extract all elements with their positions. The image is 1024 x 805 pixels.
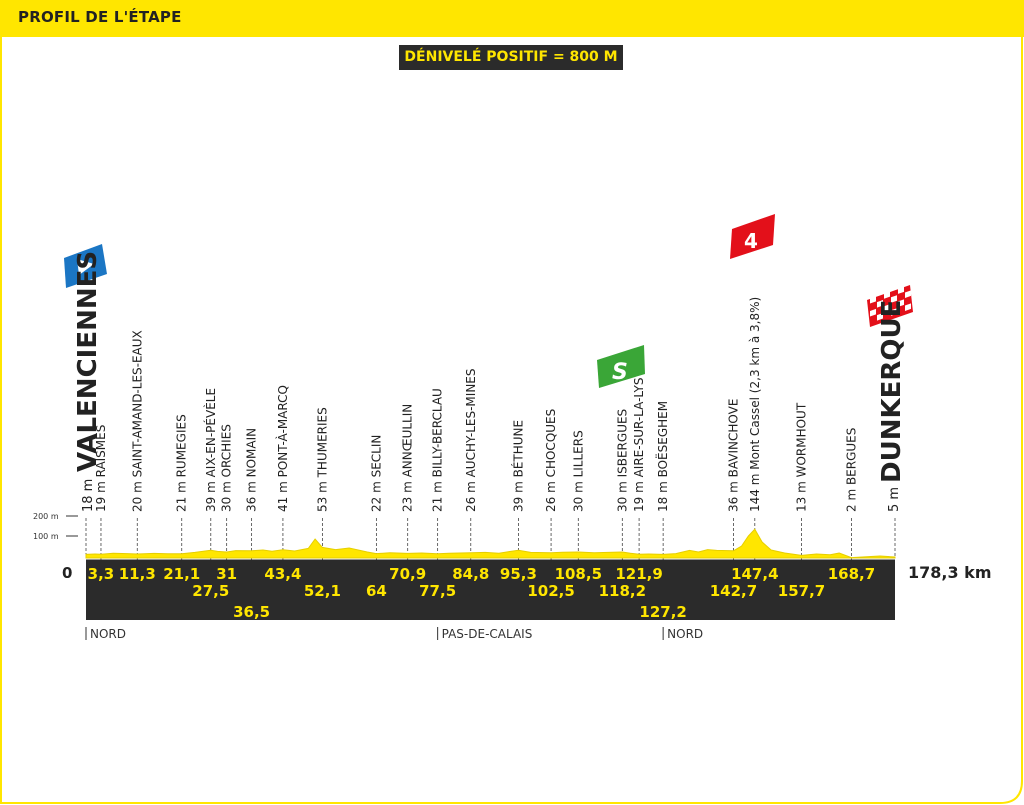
panel-border: [0, 37, 1023, 804]
km-label: 77,5: [419, 582, 456, 600]
km-label: 64: [366, 582, 387, 600]
km-label: 36,5: [233, 603, 270, 621]
region-label: NORD: [90, 627, 126, 641]
climb-category-label: 4: [744, 229, 758, 253]
km-label: 102,5: [527, 582, 574, 600]
waypoint-label: 30 m LILLERS: [571, 430, 585, 512]
waypoint-label: 39 m AIX-EN-PÉVÈLE: [203, 388, 218, 512]
waypoint-label: 39 m BÉTHUNE: [510, 420, 525, 512]
finish-check: [877, 300, 883, 308]
waypoint-label: 19 m AIRE-SUR-LA-LYS: [632, 378, 646, 512]
finish-flag-icon: [867, 285, 913, 327]
finish-check: [870, 295, 876, 304]
km-label: 27,5: [192, 582, 229, 600]
climb-category-icon: 4: [730, 214, 775, 259]
elevation-profile: [85, 528, 896, 559]
y-tick-200: 200 m: [33, 512, 59, 521]
y-tick-100: 100 m: [33, 532, 59, 541]
waypoint-label: 53 m THUMERIES: [315, 407, 329, 512]
km-label: 157,7: [778, 582, 825, 600]
start-name: VALENCIENNES: [73, 251, 103, 472]
km-label: 142,7: [710, 582, 757, 600]
finish-check: [898, 299, 904, 307]
waypoint-label: 30 m ISBERGUES: [615, 409, 629, 512]
km-label: 70,9: [389, 565, 426, 583]
km-label: 84,8: [452, 565, 489, 583]
km-label: 108,5: [555, 565, 602, 583]
finish-check: [884, 291, 890, 299]
waypoint-label: 41 m PONT-À-MARCQ: [275, 385, 290, 512]
km-label: 21,1: [163, 565, 200, 583]
km-label: 11,3: [119, 565, 156, 583]
km-label: 121,9: [615, 565, 662, 583]
waypoint-label: 22 m SECLIN: [369, 435, 383, 512]
waypoint-label: 20 m SAINT-AMAND-LES-EAUX: [130, 330, 144, 512]
km-label: 31: [216, 565, 237, 583]
finish-check: [905, 290, 911, 298]
waypoint-label: 23 m ANNŒULLIN: [401, 404, 415, 512]
finish-check: [870, 308, 876, 317]
finish-check: [905, 303, 911, 311]
km-label: 147,4: [731, 565, 778, 583]
page-title: PROFIL DE L'ÉTAPE: [18, 8, 182, 26]
sprint-icon: S: [597, 345, 645, 388]
waypoint-label: 18 m BOËSEGHEM: [655, 401, 670, 512]
finish-name: DUNKERQUE: [877, 300, 907, 483]
finish-altitude: 5 m: [887, 487, 902, 512]
km-label: 168,7: [828, 565, 875, 583]
km-label: 118,2: [599, 582, 646, 600]
region-label: NORD: [667, 627, 703, 641]
km-label: 3,3: [88, 565, 115, 583]
waypoint-label: 36 m NOMAIN: [245, 428, 259, 512]
sprint-label: S: [612, 360, 628, 385]
waypoint-label: 36 m BAVINCHOVE: [726, 399, 740, 512]
waypoint-label: 19 m RAISMES: [94, 425, 108, 512]
waypoint-label: 21 m BILLY-BERCLAU: [431, 388, 445, 512]
finish-check: [891, 295, 897, 303]
km-label: 95,3: [500, 565, 537, 583]
waypoint-label: 30 m ORCHIES: [220, 424, 234, 512]
header-bar: PROFIL DE L'ÉTAPE: [0, 0, 1024, 37]
region-label: PAS-DE-CALAIS: [442, 627, 533, 641]
km-label: 127,2: [639, 603, 686, 621]
elevation-gain-badge: DÉNIVELÉ POSITIF = 800 M: [399, 45, 623, 70]
x-start-label: 0: [62, 564, 72, 582]
waypoint-label: 21 m RUMEGIES: [175, 414, 189, 512]
km-label: 52,1: [304, 582, 341, 600]
waypoint-label: 144 m Mont Cassel (2,3 km à 3,8%): [748, 297, 762, 512]
km-label: 43,4: [264, 565, 301, 583]
waypoint-label: 2 m BERGUES: [844, 428, 858, 512]
distance-band: [86, 560, 895, 620]
finish-check: [891, 308, 897, 316]
finish-check: [877, 313, 883, 321]
waypoint-label: 13 m WORMHOUT: [795, 402, 809, 512]
start-icon: [64, 244, 107, 288]
waypoint-label: 26 m CHOCQUES: [544, 409, 558, 512]
x-end-label: 178,3 km: [908, 563, 992, 582]
waypoint-label: 26 m AUCHY-LES-MINES: [464, 368, 478, 512]
finish-check: [898, 286, 904, 294]
start-altitude: 18 m: [81, 479, 96, 512]
finish-check: [884, 304, 890, 312]
